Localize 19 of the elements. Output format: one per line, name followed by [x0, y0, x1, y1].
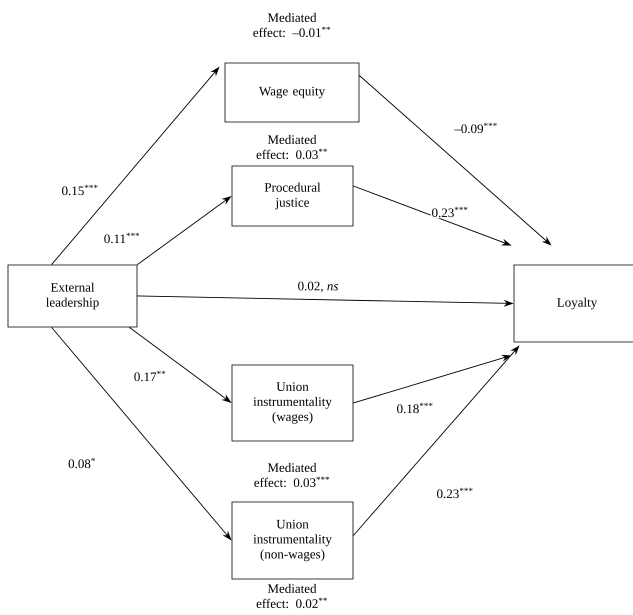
mediated-effect-label: Mediated effect: 0.02$^{**}$ — [256, 584, 327, 608]
edge-label: 0.23$^{***}$ — [430, 206, 470, 218]
edge-label: 0.02, ns — [296, 280, 340, 294]
box: Union instrumentality (non-wages) — [232, 502, 354, 580]
edge-label: 0.18$^{***}$ — [396, 402, 434, 414]
edge-label: 0.08$^{*}$ — [67, 456, 97, 470]
edge-label: 0.23$^{***}$ — [436, 486, 474, 500]
box: Procedural justice — [232, 166, 354, 226]
edge-label: 0.15$^{***}$ — [60, 184, 100, 196]
box: Wage equity — [224, 62, 360, 122]
edge-label: 0.17$^{**}$ — [132, 370, 168, 382]
edge-label: –0.09$^{***}$ — [453, 122, 499, 134]
mediated-effect-label: Mediated effect: –0.01$^{**}$ — [253, 12, 330, 38]
mediated-effect-label: Mediated effect: 0.03$^{**}$ — [256, 134, 327, 160]
box: External leadership — [8, 264, 138, 328]
box: Loyalty — [514, 264, 633, 342]
edge-label: 0.11$^{***}$ — [102, 232, 142, 244]
mediated-effect-label: Mediated effect: 0.03$^{***}$ — [254, 462, 330, 488]
box: Union instrumentality (wages) — [232, 364, 354, 442]
